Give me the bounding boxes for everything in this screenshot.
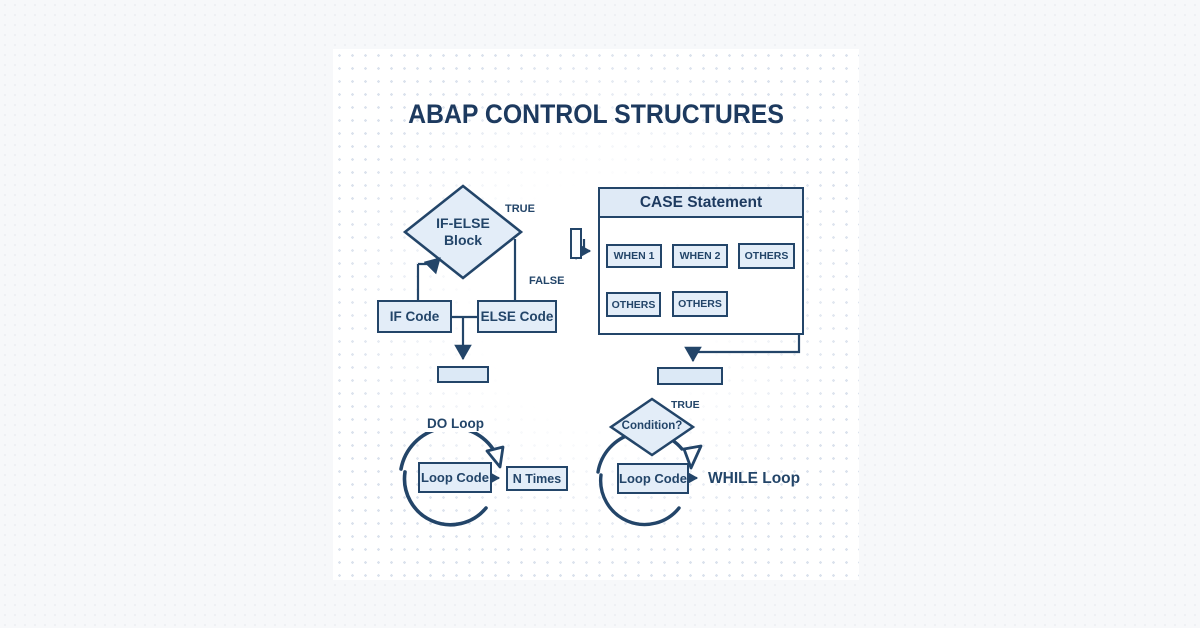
else-code-box: ELSE Code	[477, 300, 557, 333]
true-label-if: TRUE	[505, 203, 535, 215]
false-label-if: FALSE	[529, 275, 565, 287]
do-loop-label: DO Loop	[423, 416, 488, 432]
while-loop-code-box: Loop Code	[617, 463, 689, 494]
if-code-box: IF Code	[377, 300, 452, 333]
true-label-while: TRUE	[671, 399, 700, 411]
while-loop-label: WHILE Loop	[708, 470, 801, 487]
others-top-box: OTHERS	[738, 243, 795, 269]
condition-diamond-label: Condition?	[621, 420, 683, 433]
do-loop-code-box: Loop Code	[418, 462, 492, 493]
case-statement-header: CASE Statement	[598, 187, 804, 218]
others-bottom-left-box: OTHERS	[606, 292, 661, 317]
when1-box: WHEN 1	[606, 244, 662, 268]
n-times-box: N Times	[506, 466, 568, 491]
page-title: ABAP CONTROL STRUCTURES	[408, 99, 784, 129]
when2-box: WHEN 2	[672, 244, 728, 268]
case-entry-connector	[570, 228, 582, 259]
if-else-end-box	[437, 366, 489, 383]
others-bottom-mid-box: OTHERS	[672, 291, 728, 317]
if-else-diamond-label: IF-ELSE Block	[436, 215, 490, 248]
case-end-box	[657, 367, 723, 385]
